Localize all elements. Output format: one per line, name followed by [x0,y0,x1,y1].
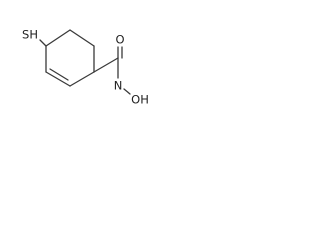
bond-c6-c1 [45,29,71,47]
carbonyl-oxygen-label: O [115,33,124,47]
amide-nitrogen-label: N [114,79,123,93]
bond-c3-c4 [69,71,95,87]
bond-c1-c2 [69,29,95,47]
thiol-label: SH [22,28,38,42]
bond-c6-s [39,39,47,47]
bond-c4-c5 [45,71,71,87]
bond-n-o [123,88,131,95]
chemical-structure: SH O N OH [0,0,161,123]
hydroxyl-label: OH [131,93,149,107]
bond-c3-carbonyl-c [93,57,119,73]
double-bond-c4-c5-inner [49,68,69,81]
cyclohexene-ring [45,29,95,87]
canvas-background [0,0,161,123]
